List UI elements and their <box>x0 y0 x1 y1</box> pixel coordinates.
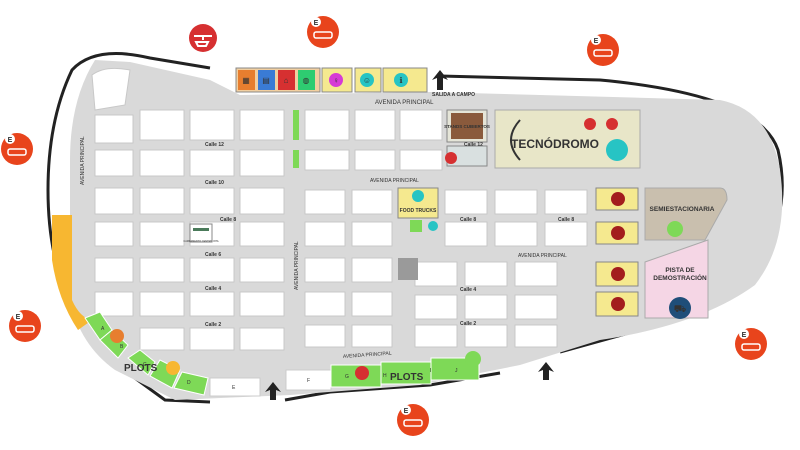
campamento-label: CAMPAMENTO CENTRO INTA <box>183 240 218 243</box>
avenue-middle-top-label: AVENIDA PRINCIPAL <box>370 178 419 184</box>
semiestacionaria-area <box>644 187 728 241</box>
avenue-mid-vertical-label: AVENIDA PRINCIPAL <box>294 241 300 290</box>
calle-10: Calle 10 <box>205 180 224 186</box>
plot-j: J <box>455 368 458 374</box>
svg-text:E: E <box>16 314 21 321</box>
restroom-icon <box>329 73 343 87</box>
green-strip <box>293 150 299 168</box>
people-icon <box>360 73 374 87</box>
svg-text:E: E <box>8 137 13 144</box>
plots <box>84 311 480 397</box>
parking-icons: E E E E E E <box>1 16 767 436</box>
drone-icon <box>584 118 596 130</box>
calle-12-right: Calle 12 <box>464 142 483 148</box>
globe-icon <box>300 74 312 86</box>
tecnodromo-label: TECNÓDROMO <box>511 136 599 151</box>
car-icon: E <box>9 310 41 342</box>
svg-text:◍: ◍ <box>303 76 310 85</box>
svg-text:⛟: ⛟ <box>674 304 687 315</box>
plot-i: I <box>430 368 431 374</box>
salida-label: SALIDA A CAMPO <box>432 92 475 98</box>
svg-text:☺: ☺ <box>363 76 371 85</box>
pista-label-2: DEMOSTRACIÓN <box>653 273 707 282</box>
car-icon: E <box>735 328 767 360</box>
crop-icon <box>355 366 369 380</box>
plot-a: A <box>101 326 105 332</box>
calle-8-right: Calle 8 <box>558 217 574 223</box>
service-block <box>398 258 418 280</box>
food-icon <box>412 190 424 202</box>
svg-text:⌂: ⌂ <box>284 76 289 85</box>
helicopter-icon <box>189 24 217 52</box>
car-icon: E <box>587 34 619 66</box>
calle-6: Calle 6 <box>205 252 221 258</box>
building-icon <box>240 74 252 86</box>
info-icon <box>394 73 408 87</box>
calle-4-right: Calle 4 <box>460 287 476 293</box>
avenue-left-label: AVENIDA PRINCIPAL <box>80 136 86 185</box>
arrow-up-icon <box>538 362 554 380</box>
stands-label: STANDS CUBIERTOS <box>444 124 490 129</box>
calle-2-left: Calle 2 <box>205 322 221 328</box>
north-west-lobe <box>91 67 131 111</box>
svg-text:▤: ▤ <box>262 76 270 85</box>
car-icon: E <box>307 16 339 48</box>
machinery-boxes <box>595 187 639 317</box>
calle-12-left: Calle 12 <box>205 142 224 148</box>
plot-f: F <box>307 378 310 384</box>
green-strip <box>293 110 299 140</box>
avenue-inner-label: AVENIDA PRINCIPAL <box>518 253 567 259</box>
plot-g: G <box>345 374 349 380</box>
crop-icon <box>667 221 683 237</box>
pista-label-1: PISTA DE <box>665 267 695 274</box>
plot-b: B <box>120 344 124 350</box>
crop-icon <box>110 329 124 343</box>
calle-8-left: Calle 8 <box>220 217 236 223</box>
calle-4-left: Calle 4 <box>205 286 221 292</box>
tractor-icon <box>606 139 628 161</box>
car-icon: E <box>1 133 33 165</box>
food-trucks-label: FOOD TRUCKS <box>400 208 437 214</box>
tractor-icon <box>669 297 691 319</box>
svg-text:E: E <box>594 38 599 45</box>
car-icon: E <box>397 404 429 436</box>
bank-icon <box>280 74 292 86</box>
arrow-up-icon <box>432 70 448 90</box>
plots-label-right: PLOTS <box>390 372 424 383</box>
yellow-area <box>52 215 92 330</box>
crop-icon <box>465 351 481 367</box>
svg-text:▦: ▦ <box>242 76 250 85</box>
campus-icon <box>445 152 457 164</box>
pista-demostracion-area <box>644 239 709 319</box>
svg-text:E: E <box>314 20 319 27</box>
crop-icon <box>166 361 180 375</box>
plot-c: C <box>143 362 147 368</box>
avenue-bottom-label: AVENIDA PRINCIPAL <box>343 351 392 360</box>
drone-icon <box>606 118 618 130</box>
plot-d: D <box>187 380 191 386</box>
semiestacionaria-label: SEMIESTACIONARIA <box>650 206 715 213</box>
city-blocks <box>94 109 588 351</box>
calle-2-right: Calle 2 <box>460 321 476 327</box>
plot-h: H <box>383 373 387 379</box>
calle-8-mid: Calle 8 <box>460 217 476 223</box>
services-strip: ▦ ▤ ⌂ ◍ ♀ ☺ ℹ <box>235 67 428 93</box>
plots-label-left: PLOTS <box>124 363 158 374</box>
svg-text:E: E <box>404 408 409 415</box>
svg-text:ℹ: ℹ <box>399 76 402 85</box>
plot-e: E <box>232 385 236 391</box>
atm-icon <box>260 74 272 86</box>
avenue-top-label: AVENIDA PRINCIPAL <box>375 100 434 106</box>
svg-text:♀: ♀ <box>333 76 339 85</box>
svg-text:E: E <box>742 332 747 339</box>
arrow-up-icon <box>265 382 281 400</box>
